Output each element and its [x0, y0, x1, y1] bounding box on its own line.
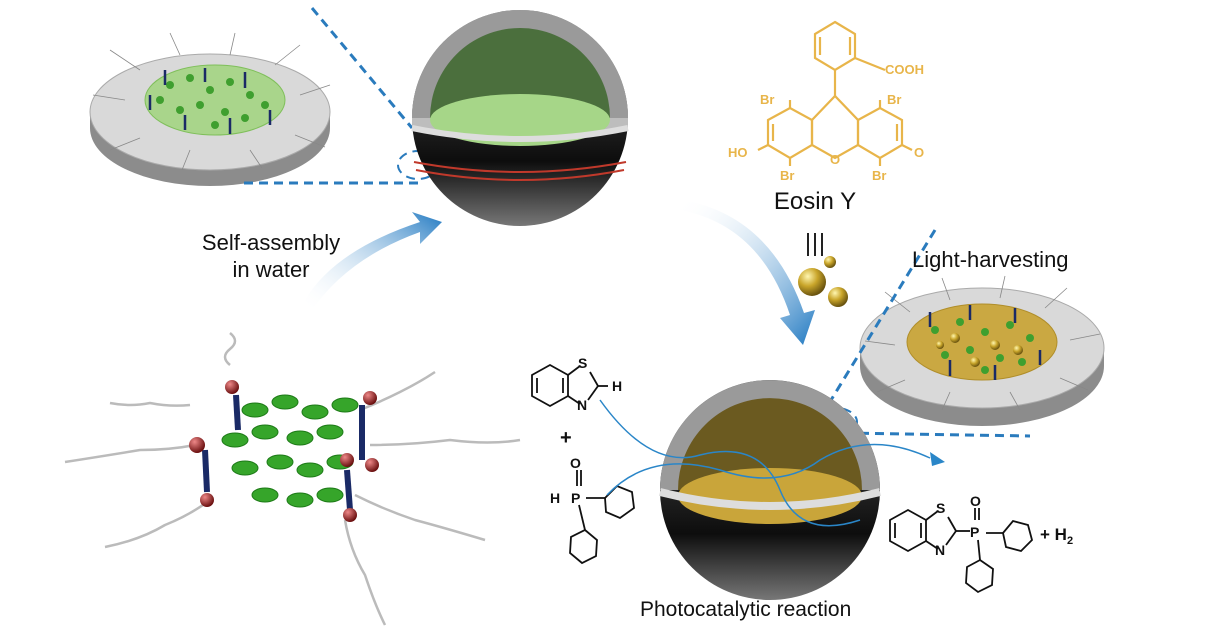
vesicle-sphere-gold: [659, 380, 881, 600]
loading-arrow: [680, 200, 815, 345]
diphenylphosphine-oxide-reactant: [569, 470, 635, 565]
self-assembly-label: Self-assembly in water: [186, 229, 356, 283]
self-assembly-arrow: [305, 212, 442, 310]
svg-text:Br: Br: [780, 168, 794, 183]
reaction-path: [599, 399, 931, 527]
svg-text:S: S: [936, 500, 945, 516]
hydrogen-byproduct: + H2: [1040, 525, 1073, 547]
svg-text:O: O: [830, 152, 840, 167]
macrocycle-model: [64, 332, 521, 626]
svg-text:N: N: [935, 542, 945, 558]
svg-text:H: H: [612, 378, 622, 394]
product-structure: [889, 508, 1034, 594]
svg-text:N: N: [577, 397, 587, 413]
svg-text:O: O: [970, 493, 981, 509]
self-assembly-line2: in water: [232, 257, 310, 282]
svg-text:O: O: [914, 145, 924, 160]
svg-text:O: O: [570, 455, 581, 471]
self-assembly-line1: Self-assembly: [201, 230, 341, 255]
product-atoms: S N P O: [935, 493, 981, 558]
svg-text:P: P: [571, 490, 580, 506]
phosphine-atoms: O H P: [550, 455, 581, 506]
svg-text:Br: Br: [760, 92, 774, 107]
svg-text:Br: Br: [887, 92, 901, 107]
svg-text:S: S: [578, 355, 587, 371]
eosin-nanoparticles: [798, 256, 848, 307]
gold-disc-right: [859, 275, 1105, 426]
plus-sign: +: [560, 427, 572, 449]
eosin-label: Eosin Y: [773, 188, 857, 215]
benzothiazole-atoms: S N H: [577, 355, 622, 413]
benzothiazole-reactant: [531, 363, 608, 408]
svg-text:COOH: COOH: [885, 62, 924, 77]
light-harvesting-label: Light-harvesting: [912, 247, 1069, 272]
eosin-y-labels: COOH Br Br HO O O Br Br: [728, 62, 924, 183]
green-disc-top-left: [89, 32, 331, 186]
reaction-arrowhead: [930, 452, 945, 466]
svg-text:Br: Br: [872, 168, 886, 183]
svg-text:P: P: [970, 524, 979, 540]
equivalence-symbol: [807, 233, 823, 256]
vesicle-sphere-green: [411, 10, 629, 226]
svg-text:HO: HO: [728, 145, 748, 160]
photocatalytic-label: Photocatalytic reaction: [640, 598, 852, 621]
svg-text:H: H: [550, 490, 560, 506]
eosin-y-structure: [757, 20, 913, 166]
